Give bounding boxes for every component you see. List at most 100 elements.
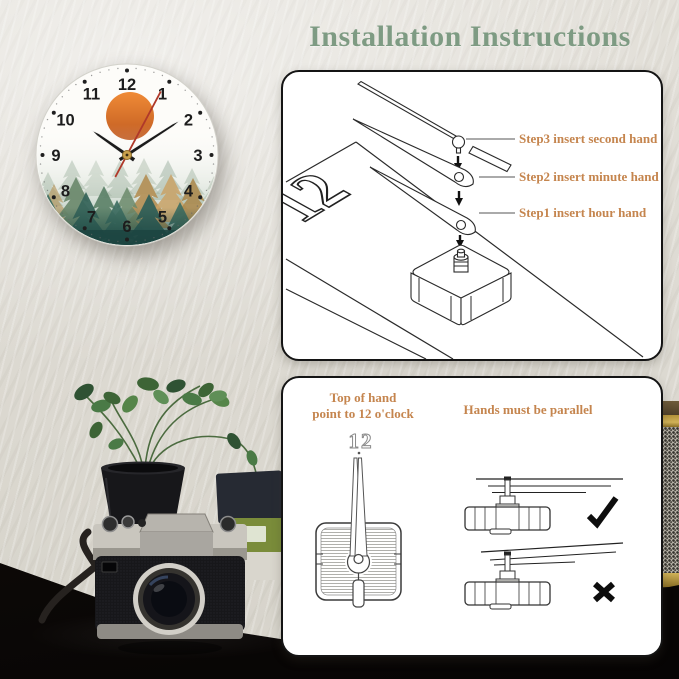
hour-dot-marker <box>167 226 172 231</box>
clock-numeral: 7 <box>87 209 96 227</box>
movement-shaft <box>453 248 469 273</box>
minute-dot-marker <box>90 233 93 236</box>
down-arrow-icon <box>455 191 463 206</box>
minute-dot-marker <box>161 74 164 77</box>
caption-hands-parallel: Hands must be parallel <box>463 402 593 417</box>
numeral-12: 12 <box>349 429 374 453</box>
hour-dot-marker <box>125 237 129 242</box>
movement-side-wrong <box>464 542 624 610</box>
minute-dot-marker <box>177 83 179 86</box>
minute-dot-marker <box>209 127 211 129</box>
cross-icon <box>593 581 615 603</box>
clock-face-plane <box>285 141 644 359</box>
hour-dot-marker <box>198 195 203 200</box>
caption-point-to-12: Top of hand point to 12 o'clock <box>312 390 414 421</box>
minute-dot-marker <box>177 224 179 227</box>
minute-dot-marker <box>61 212 63 214</box>
alignment-diagrams: 12 <box>315 429 624 610</box>
camera-rewind-knob <box>219 515 237 533</box>
minute-dot-marker <box>212 163 215 165</box>
minute-dot-marker <box>144 69 146 71</box>
minute-dot-marker <box>90 74 93 77</box>
minute-dot-marker <box>153 237 155 239</box>
hour-dot-marker <box>82 79 87 84</box>
minute-dot-marker <box>46 118 49 121</box>
minute-hand-diagram <box>352 118 474 188</box>
minute-dot-marker <box>135 67 137 70</box>
minute-dot-marker <box>205 189 208 192</box>
clock-numeral: 11 <box>83 86 100 104</box>
step1-label: Step1 insert hour hand <box>519 205 647 220</box>
clock-numeral: 1 <box>158 86 167 104</box>
minute-dot-marker <box>135 240 137 243</box>
minute-dot-marker <box>196 205 199 207</box>
minute-dot-marker <box>108 239 110 241</box>
camera-strap <box>38 528 100 624</box>
hour-hand-diagram <box>369 166 476 236</box>
hour-dot-marker <box>40 153 45 157</box>
minute-dot-marker <box>184 89 186 91</box>
clock-dial-marks <box>39 67 215 243</box>
minute-dot-marker <box>191 212 193 214</box>
hour-dot-marker <box>82 226 87 231</box>
minute-dot-marker <box>117 240 119 243</box>
minute-dot-marker <box>39 163 42 165</box>
camera-dial <box>101 515 119 533</box>
minute-dot-marker <box>39 145 42 147</box>
exploded-diagram: 12 <box>283 80 644 359</box>
minute-dot-marker <box>55 205 58 207</box>
clock-numeral: 5 <box>158 209 167 227</box>
minute-dot-marker <box>161 233 164 236</box>
pine-tree-silhouette <box>102 160 138 198</box>
minute-dot-marker <box>99 71 101 73</box>
clock-numeral: 12 <box>118 76 136 94</box>
minute-dot-marker <box>41 136 43 138</box>
minute-dot-marker <box>205 118 208 121</box>
movement-front-view: 12 <box>315 429 402 608</box>
minute-dot-marker <box>184 219 186 221</box>
minute-dot-marker <box>41 172 43 174</box>
minute-dot-marker <box>153 71 155 73</box>
hour-dot-marker <box>51 195 56 200</box>
second-hand <box>114 91 162 178</box>
pine-tree-silhouette <box>37 172 64 206</box>
movement-box-diagram <box>410 244 512 326</box>
minute-dot-marker <box>43 127 45 129</box>
hour-dot-marker <box>198 110 203 115</box>
camera-pentaprism <box>139 513 214 533</box>
minute-dot-marker <box>211 136 213 138</box>
minute-dot-marker <box>46 189 49 192</box>
clock-numeral: 9 <box>51 147 60 165</box>
hour-dot-marker <box>209 153 214 157</box>
minute-dot-marker <box>209 181 211 183</box>
face-numeral-12: 12 <box>283 164 366 232</box>
step2-label: Step2 insert minute hand <box>519 169 659 184</box>
minute-dot-marker <box>68 219 70 221</box>
minute-dot-marker <box>43 181 45 183</box>
minute-hand <box>117 119 181 163</box>
clock-numeral: 6 <box>122 218 131 236</box>
minute-dot-marker <box>117 67 119 70</box>
down-arrow-icon <box>456 235 464 248</box>
minute-dot-marker <box>211 172 213 174</box>
minute-dot-marker <box>55 103 58 105</box>
vintage-camera <box>93 513 247 655</box>
hand-pointing-12 <box>354 457 368 557</box>
clock-numeral: 2 <box>184 112 193 130</box>
clock-numeral: 8 <box>61 183 70 201</box>
clock-numeral: 3 <box>193 147 202 165</box>
minute-dot-marker <box>75 224 77 227</box>
minute-dot-marker <box>99 237 101 239</box>
minute-dot-marker <box>144 239 146 241</box>
minute-dot-marker <box>108 69 110 71</box>
leader-line <box>466 138 515 214</box>
minute-dot-marker <box>75 83 77 86</box>
minute-dot-marker <box>212 145 215 147</box>
check-icon <box>586 496 619 529</box>
clock-numeral: 4 <box>184 183 194 201</box>
movement-side-correct <box>464 476 623 535</box>
hour-dot-marker <box>125 68 129 73</box>
